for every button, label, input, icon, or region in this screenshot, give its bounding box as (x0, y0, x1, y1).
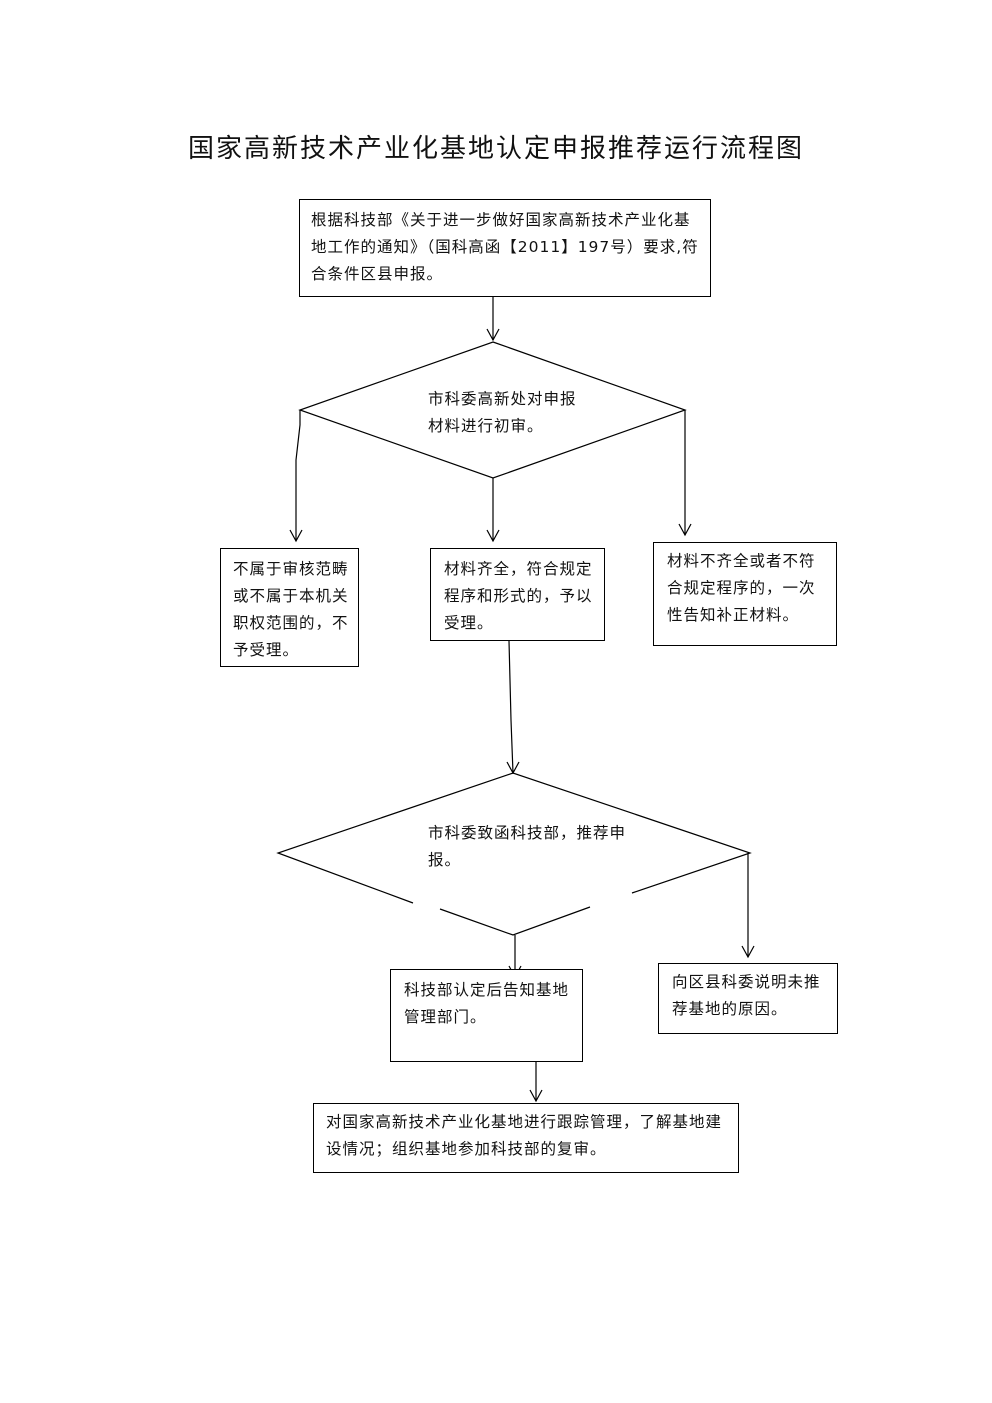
review-text: 市科委高新处对申报材料进行初审。 (428, 390, 577, 435)
explain-box: 向区县科委说明未推荐基地的原因。 (658, 963, 838, 1034)
accept-text: 材料齐全，符合规定程序和形式的，予以受理。 (444, 560, 593, 632)
reject-text: 不属于审核范畴或不属于本机关职权范围的，不予受理。 (233, 560, 349, 659)
accept-box: 材料齐全，符合规定程序和形式的，予以受理。 (430, 548, 605, 641)
start-box: 根据科技部《关于进一步做好国家高新技术产业化基地工作的通知》（国科高函【2011… (299, 199, 711, 297)
arrow-accept-recommend (508, 640, 514, 774)
notify-text: 科技部认定后告知基地管理部门。 (404, 981, 570, 1026)
supplement-text: 材料不齐全或者不符合规定程序的，一次性告知补正材料。 (667, 552, 816, 624)
track-box: 对国家高新技术产业化基地进行跟踪管理，了解基地建设情况；组织基地参加科技部的复审… (313, 1103, 739, 1173)
arrow-review-reject (295, 410, 301, 541)
start-text: 根据科技部《关于进一步做好国家高新技术产业化基地工作的通知》（国科高函【2011… (311, 211, 699, 283)
page-title: 国家高新技术产业化基地认定申报推荐运行流程图 (187, 134, 804, 164)
supplement-box: 材料不齐全或者不符合规定程序的，一次性告知补正材料。 (653, 542, 837, 646)
reject-box: 不属于审核范畴或不属于本机关职权范围的，不予受理。 (220, 548, 359, 667)
recommend-text: 市科委致函科技部，推荐申报。 (428, 824, 627, 869)
notify-box: 科技部认定后告知基地管理部门。 (390, 969, 583, 1062)
explain-text: 向区县科委说明未推荐基地的原因。 (672, 973, 821, 1018)
track-text: 对国家高新技术产业化基地进行跟踪管理，了解基地建设情况；组织基地参加科技部的复审… (326, 1113, 723, 1158)
